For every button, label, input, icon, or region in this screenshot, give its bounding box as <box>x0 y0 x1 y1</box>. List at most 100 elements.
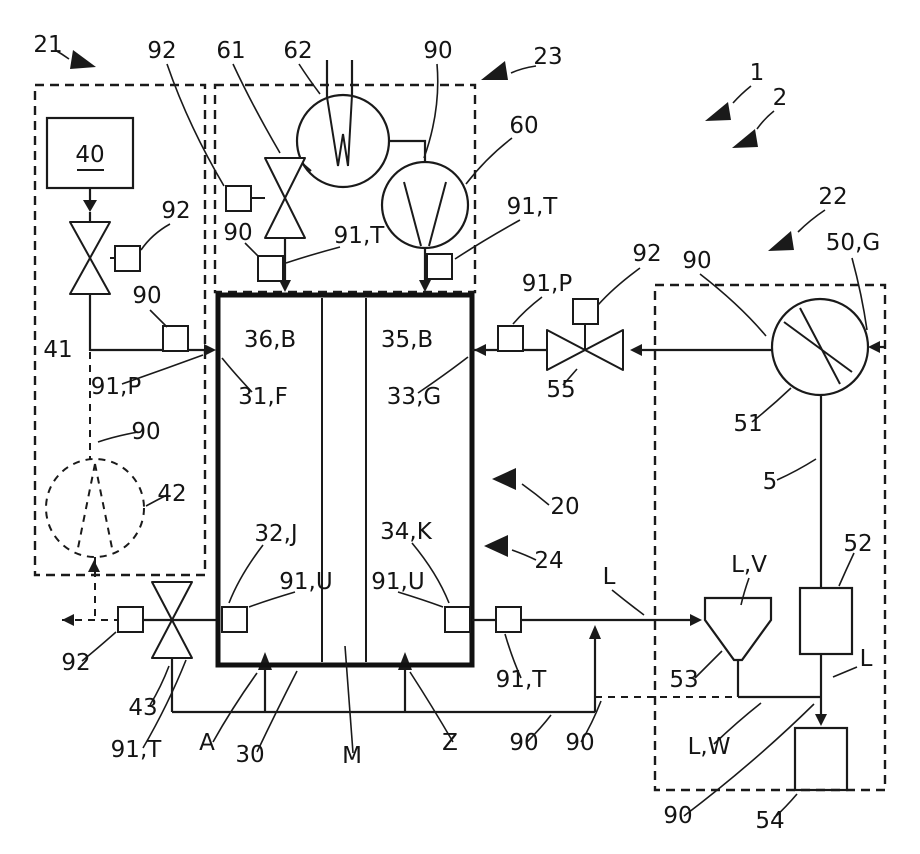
leader-line <box>694 650 723 679</box>
label-55: 55 <box>546 377 575 403</box>
leader-line <box>397 591 444 608</box>
leader-line <box>756 110 775 130</box>
label-L-line: L <box>603 564 616 590</box>
leader-line <box>512 296 543 325</box>
label-24: 24 <box>534 548 563 574</box>
label-92-valve41: 92 <box>161 198 190 224</box>
blade <box>428 181 447 247</box>
label-2: 2 <box>773 85 788 111</box>
leader-line <box>166 63 225 187</box>
label-52: 52 <box>843 531 872 557</box>
leader-line <box>699 273 767 337</box>
valve-body-bottom <box>151 619 193 659</box>
label-90-top: 90 <box>423 38 452 64</box>
leader-line <box>256 670 298 753</box>
label-32J: 32,J <box>254 521 297 547</box>
label-20: 20 <box>550 494 579 520</box>
leader-line <box>121 354 204 385</box>
unit-54-box <box>793 726 849 792</box>
label-91P-left: 91,P <box>91 374 142 400</box>
blade <box>403 181 422 247</box>
burner-62 <box>295 60 427 189</box>
actuator-92-icon <box>114 245 141 272</box>
sensor-90-icon <box>162 325 189 352</box>
actuator-92-icon <box>572 298 599 325</box>
leader-line <box>713 702 762 745</box>
leader-line <box>285 246 341 264</box>
left-arrow-icon <box>868 341 880 353</box>
label-LW: L,W <box>688 734 731 760</box>
pointer-arrow-24-icon <box>484 535 508 557</box>
label-34K: 34,K <box>380 519 433 545</box>
fan-blade <box>94 463 113 549</box>
feed-line-41 <box>88 294 216 356</box>
leader-line <box>851 257 868 331</box>
pointer-arrow-21-icon <box>70 50 96 69</box>
fan-42-icon <box>45 458 145 558</box>
valve-body-left <box>546 329 586 371</box>
leader-line <box>454 219 521 260</box>
left-arrow-icon <box>630 344 642 356</box>
purge-line <box>62 606 218 633</box>
unit-52-box <box>798 586 854 656</box>
unit-54 <box>793 726 849 792</box>
label-50G: 50,G <box>826 230 880 256</box>
enclosure-23 <box>213 83 477 294</box>
valve-body-top <box>264 157 306 199</box>
leader-line <box>597 267 641 306</box>
label-23: 23 <box>533 44 562 70</box>
leader-line <box>228 544 264 604</box>
separator-53-icon <box>703 596 773 662</box>
leader-line <box>683 703 815 817</box>
label-53: 53 <box>669 667 698 693</box>
leader-line <box>504 633 522 679</box>
label-54: 54 <box>755 808 784 834</box>
label-L-right: L <box>860 646 873 672</box>
label-43: 43 <box>128 695 157 721</box>
compressor-60 <box>380 160 470 292</box>
down-arrow-icon <box>815 714 827 726</box>
leader-line <box>776 458 817 481</box>
compressor-51 <box>770 297 885 588</box>
separator-53 <box>703 596 773 697</box>
up-arrow-icon <box>589 625 601 639</box>
leader-line <box>417 356 469 394</box>
leader-line <box>773 793 798 819</box>
sensor-91P-icon <box>497 325 524 352</box>
left-arrow-icon <box>62 614 74 626</box>
label-Z: Z <box>442 730 458 756</box>
label-91T-bottomleft: 91,T <box>111 737 163 763</box>
leader-line <box>409 671 454 743</box>
label-22: 22 <box>818 184 847 210</box>
leader-line <box>732 85 752 104</box>
compressor-60-icon <box>380 160 470 250</box>
label-M: M <box>342 743 362 769</box>
leader-line <box>510 65 537 74</box>
leader-line <box>562 368 578 386</box>
sensor-91T-icon <box>426 253 453 280</box>
sensor-91U-icon <box>221 606 248 633</box>
label-91U-left: 91,U <box>279 569 332 595</box>
leader-line <box>232 63 281 154</box>
sensor-91U-icon <box>444 606 471 633</box>
fan-42-dashed <box>45 352 145 620</box>
leader-line <box>344 645 354 754</box>
blade <box>799 307 841 385</box>
label-91T-compressor: 91,T <box>507 194 559 220</box>
reference-labels: 21 92 61 62 90 23 1 2 22 50,G 40 92 90 4… <box>33 32 880 834</box>
leader-line <box>145 494 168 507</box>
leader-line <box>423 63 439 159</box>
right-arrow-icon <box>690 614 702 626</box>
label-21: 21 <box>33 32 62 58</box>
pointer-arrow-23-icon <box>481 61 508 80</box>
leader-line <box>611 589 645 616</box>
label-91U-right: 91,U <box>371 569 424 595</box>
label-90-feedline: 90 <box>132 283 161 309</box>
label-92-valve43: 92 <box>61 650 90 676</box>
leader-line <box>97 431 139 443</box>
leader-line <box>526 714 552 743</box>
valve-43 <box>151 581 193 659</box>
label-90-box23: 90 <box>223 220 252 246</box>
